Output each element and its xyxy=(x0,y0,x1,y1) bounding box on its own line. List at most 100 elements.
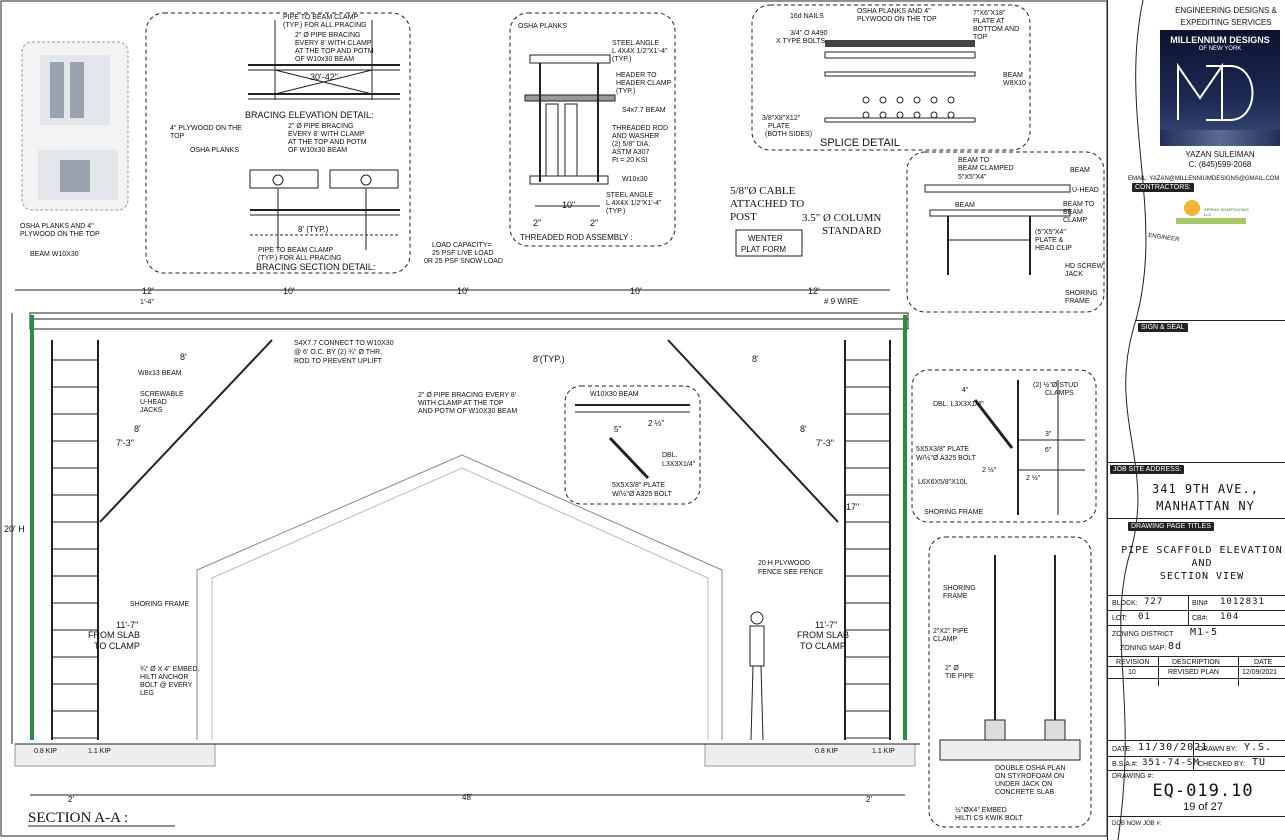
tr-header-c: (TYP.) xyxy=(616,88,635,95)
drawing-number-label: DRAWING #: xyxy=(1112,773,1154,780)
el-kip-r2: 1.1 KIP xyxy=(872,748,895,755)
w10-d1: 5" xyxy=(614,425,621,434)
uh-b2bc-c: CLAMP xyxy=(1063,217,1087,224)
bd-embed-b: HILTI CS KWIK BOLT xyxy=(955,815,1024,822)
bsa-value: 351-74-SM xyxy=(1142,758,1200,768)
uh-beam: BEAM xyxy=(1070,167,1090,174)
bracing-note-2c: AT THE TOP AND POTM xyxy=(295,48,374,55)
bd-plan-c: UNDER JACK ON xyxy=(995,781,1052,788)
engineer-name: YAZAN SULEIMAN xyxy=(1185,150,1255,159)
contractor-name: SPRING SCAFFOLDING LLC xyxy=(1204,207,1249,217)
el-h8r: 8' xyxy=(800,424,807,434)
el-cable-b: ATTACHED TO xyxy=(730,198,804,210)
bracing-note-1: PIPE TO BEAM CLAMP xyxy=(283,14,359,21)
bracing-section-title: BRACING SECTION DETAIL: xyxy=(256,262,375,272)
title-block: ENGINEERING DESIGNS & EXPEDITING SERVICE… xyxy=(1107,0,1285,840)
el-anchor-b: HILTI ANCHOR xyxy=(140,674,189,681)
splice-bolts-b: X TYPE BOLTS xyxy=(776,38,825,45)
contractors-label: CONTRACTORS: xyxy=(1132,183,1194,192)
bd-plan: DOUBLE OSHA PLAN xyxy=(995,765,1065,772)
address-line-2: MANHATTAN NY xyxy=(1156,499,1255,513)
el-wire: # 9 WIRE xyxy=(824,297,858,306)
drawing-title-3: SECTION VIEW xyxy=(1159,571,1245,582)
description-value: REVISED PLAN xyxy=(1168,669,1219,676)
threaded-rod-bubble xyxy=(509,12,676,247)
bd-frame: SHORING xyxy=(943,585,976,592)
splice-osha: OSHA PLANKS AND 4" xyxy=(857,8,931,15)
splice-plate2-c: (BOTH SIDES) xyxy=(765,131,812,138)
tr-header-b: HEADER CLAMP xyxy=(616,80,672,87)
el-fence: 20 H PLYWOOD xyxy=(758,560,810,567)
checked-by-label: CHECKED BY: xyxy=(1198,761,1246,768)
bracing-detail-bubble xyxy=(145,12,411,274)
tr-rod-d: ASTM A307 xyxy=(612,149,649,156)
splice-nails: 16d NAILS xyxy=(790,13,824,20)
date-label: DATE: xyxy=(1112,746,1133,753)
tr-rod: THREADED ROD xyxy=(612,125,668,132)
bd-clamp: 2"X2" PIPE xyxy=(933,628,969,635)
w10-connection-bubble xyxy=(564,385,701,505)
engineer-email: EMAIL: YAZAN@MILLENNIUMDESIGNS@GMAIL.COM xyxy=(1128,176,1280,182)
zoning-label: ZONING DISTRICT xyxy=(1112,631,1174,638)
contractor-logo: SPRING SCAFFOLDING LLC xyxy=(1170,196,1252,236)
section-note-3c: AT THE TOP AND POTM xyxy=(288,139,367,146)
bd-plan-d: CONCRETE SLAB xyxy=(995,789,1054,796)
splice-plate-c: BOTTOM AND xyxy=(973,26,1019,33)
base-detail-bubble xyxy=(928,536,1092,828)
address-line-1: 341 9TH AVE., xyxy=(1152,482,1259,496)
el-screw-b: U-HEAD xyxy=(140,399,167,406)
el-slab-r-c: TO CLAMP xyxy=(800,641,846,651)
el-d17: 17" xyxy=(846,502,859,512)
tr-angle-b: L 4X4X 1/2"X1'-4" xyxy=(612,48,668,55)
ladder-rungs xyxy=(52,359,890,739)
section-note-1: 4" PLYWOOD ON THE xyxy=(170,125,242,132)
reference-photo-panel xyxy=(21,41,129,211)
sc-d1: 3" xyxy=(1045,431,1052,438)
el-d8typ: 8'(TYP.) xyxy=(533,354,565,364)
sc-plate-b: W/½"Ø A325 BOLT xyxy=(916,454,977,462)
el-osha: OSHA PLANKS AND 4" xyxy=(20,223,94,230)
revision-date-value: 12/09/2021 xyxy=(1242,669,1278,676)
bin-value: 1012831 xyxy=(1220,597,1265,607)
tr-dim1: 2" xyxy=(533,218,541,228)
uh-uhead: U-HEAD xyxy=(1072,187,1099,194)
splice-detail-bubble xyxy=(751,4,1031,151)
w10-plate: 5X5X3/8" PLATE xyxy=(612,482,665,489)
sc-d4: 2 ½" xyxy=(1026,474,1041,482)
tr-rod-c: (2) 5/8" DIA. xyxy=(612,141,650,148)
el-slab-r-b: FROM SLAB xyxy=(797,630,849,640)
uh-jack: HD SCREW xyxy=(1065,263,1104,270)
el-anchor-c: BOLT @ EVERY xyxy=(140,682,193,689)
el-s4-c: ROD TO PREVENT UPLIFT xyxy=(294,358,383,365)
uh-plate: (5"X5"X4" xyxy=(1035,229,1066,236)
splice-plate: 7"X6"X18" xyxy=(973,10,1006,17)
el-slab-l: 11'-7" xyxy=(116,620,138,630)
tr-rod-b: AND WASHER xyxy=(612,133,659,140)
tr-osha: OSHA PLANKS xyxy=(518,23,567,30)
tr-rod-e: Ft = 20 KSI xyxy=(612,157,647,164)
bracing-note-2b: EVERY 8' WITH CLAMP xyxy=(295,40,372,47)
el-beam: BEAM W10X30 xyxy=(30,251,79,258)
el-pipe: 2" Ø PIPE BRACING EVERY 8' xyxy=(418,392,516,399)
tr-dim2: 10" xyxy=(562,200,575,210)
tr-dim3: 2" xyxy=(590,218,598,228)
section-dim: 8' (TYP.) xyxy=(298,225,329,234)
job-site-label: JOB SITE ADDRESS: xyxy=(1110,465,1185,474)
bd-plan-b: ON STYROFOAM ON xyxy=(995,773,1064,780)
el-load-c: 0R 25 PSF SNOW LOAD xyxy=(424,258,503,265)
company-line-2: EXPEDITING SERVICES xyxy=(1180,18,1272,27)
bracing-note-2d: OF W10x30 BEAM xyxy=(295,56,354,63)
el-screw-c: JACKS xyxy=(140,407,163,414)
splice-plate2: 3/8"X8"X12" xyxy=(762,115,801,122)
bd-embed: ½"ØX4" EMBED xyxy=(955,806,1007,814)
w10-dbl-b: L3X3X1/4" xyxy=(662,461,696,468)
millennium-logo: MILLENNIUM DESIGNS OF NEW YORK xyxy=(1160,30,1280,146)
tr-angle2-c: (TYP.) xyxy=(606,208,625,215)
bracing-note-2: 2" Ø PIPE BRACING xyxy=(295,32,361,39)
stud-clamp-bubble xyxy=(911,369,1097,523)
el-d2r: 2' xyxy=(866,795,872,804)
sc-dbl: DBL. L3X3X1/4" xyxy=(933,401,984,408)
el-column: 3.5" Ø COLUMN xyxy=(802,212,881,224)
el-s4-b: @ 6' O.C. BY (2) ¾" Ø THR. xyxy=(294,349,382,356)
el-shoring: SHORING FRAME xyxy=(130,601,189,608)
